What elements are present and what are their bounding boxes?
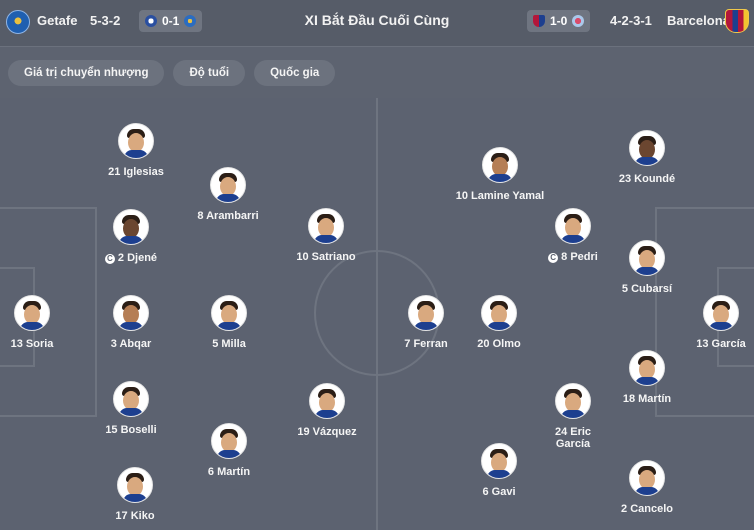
player-name: 7 Ferran bbox=[404, 338, 448, 350]
player-name: 5 Milla bbox=[212, 338, 246, 350]
player-away-10[interactable]: 6 Gavi bbox=[444, 443, 554, 498]
player-name: 5 Cubarsí bbox=[621, 283, 673, 295]
player-away-11[interactable]: 2 Cancelo bbox=[592, 460, 702, 515]
captain-icon: C bbox=[104, 254, 115, 264]
player-name: 21 Iglesias bbox=[108, 166, 164, 178]
player-name: 3 Abqar bbox=[110, 338, 152, 350]
away-formation: 4-2-3-1 bbox=[610, 13, 652, 28]
page-title: XI Bắt Đầu Cuối Cùng bbox=[304, 12, 450, 28]
player-photo bbox=[117, 467, 153, 503]
player-photo bbox=[408, 295, 444, 331]
player-away-6[interactable]: 20 Olmo bbox=[444, 295, 554, 350]
filter-chips: Giá trị chuyển nhượng Độ tuổi Quốc gia bbox=[8, 60, 336, 86]
player-name: 13 Soria bbox=[10, 338, 54, 350]
getafe-mini-crest-icon bbox=[184, 15, 197, 27]
player-name: 2 Cancelo bbox=[621, 503, 673, 515]
player-photo bbox=[629, 350, 665, 386]
player-photo bbox=[14, 295, 50, 331]
player-photo bbox=[211, 295, 247, 331]
player-photo bbox=[481, 443, 517, 479]
lineup-header: Getafe 5-3-2 0-1 XI Bắt Đầu Cuối Cùng 1-… bbox=[0, 0, 754, 47]
getafe-crest-icon[interactable] bbox=[6, 10, 30, 34]
player-photo bbox=[308, 208, 344, 244]
player-name: 13 García bbox=[696, 338, 746, 350]
away-last-match-result[interactable]: 1-0 bbox=[527, 10, 591, 32]
player-home-9[interactable]: 19 Vázquez bbox=[272, 383, 382, 438]
player-photo bbox=[210, 167, 246, 203]
player-name: 17 Kiko bbox=[115, 510, 155, 522]
player-home-2[interactable]: 8 Arambarri bbox=[173, 167, 283, 222]
player-name: 18 Martín bbox=[622, 393, 672, 405]
player-home-6[interactable]: 3 Abqar bbox=[76, 295, 186, 350]
player-photo bbox=[555, 383, 591, 419]
player-home-8[interactable]: 15 Boselli bbox=[76, 381, 186, 436]
player-home-4[interactable]: 10 Satriano bbox=[271, 208, 381, 263]
player-name: 8 Arambarri bbox=[197, 210, 259, 222]
player-name: 23 Koundé bbox=[618, 173, 676, 185]
player-home-11[interactable]: 17 Kiko bbox=[80, 467, 190, 522]
player-photo bbox=[118, 123, 154, 159]
barcelona-mini-crest-icon bbox=[533, 15, 545, 27]
filter-age-button[interactable]: Độ tuổi bbox=[173, 60, 246, 86]
player-name: 8 Pedri bbox=[561, 251, 598, 263]
home-last-score: 0-1 bbox=[162, 14, 180, 28]
home-last-match-result[interactable]: 0-1 bbox=[139, 10, 203, 32]
player-photo bbox=[113, 295, 149, 331]
player-away-4[interactable]: 5 Cubarsí bbox=[592, 240, 702, 295]
real-sociedad-crest-icon bbox=[145, 15, 157, 27]
player-name: 6 Gavi bbox=[482, 486, 516, 498]
player-home-5[interactable]: 13 Soria bbox=[0, 295, 87, 350]
player-photo bbox=[482, 147, 518, 183]
player-photo bbox=[113, 209, 149, 245]
player-photo bbox=[629, 130, 665, 166]
captain-icon: C bbox=[548, 253, 559, 263]
player-name: 2 Djené bbox=[117, 252, 158, 264]
player-name: 19 Vázquez bbox=[297, 426, 357, 438]
away-last-score: 1-0 bbox=[550, 14, 568, 28]
player-photo bbox=[629, 460, 665, 496]
player-away-8[interactable]: 18 Martín bbox=[592, 350, 702, 405]
player-photo bbox=[629, 240, 665, 276]
player-name: 24 Eric García bbox=[554, 426, 592, 450]
player-name: 10 Satriano bbox=[296, 251, 356, 263]
player-photo bbox=[481, 295, 517, 331]
player-photo bbox=[703, 295, 739, 331]
player-name: 15 Boselli bbox=[105, 424, 157, 436]
home-team-name[interactable]: Getafe bbox=[37, 13, 78, 28]
player-home-1[interactable]: 21 Iglesias bbox=[81, 123, 191, 178]
player-home-7[interactable]: 5 Milla bbox=[174, 295, 284, 350]
player-photo bbox=[211, 423, 247, 459]
player-photo bbox=[113, 381, 149, 417]
player-away-9[interactable]: 24 Eric García bbox=[518, 383, 628, 450]
player-photo bbox=[309, 383, 345, 419]
home-formation: 5-3-2 bbox=[90, 13, 121, 28]
player-away-5[interactable]: 7 Ferran bbox=[371, 295, 481, 350]
barcelona-crest-icon[interactable] bbox=[725, 9, 749, 33]
player-name: 20 Olmo bbox=[477, 338, 521, 350]
player-home-10[interactable]: 6 Martín bbox=[174, 423, 284, 478]
player-away-7[interactable]: 13 García bbox=[666, 295, 754, 350]
away-team-name[interactable]: Barcelona bbox=[667, 13, 730, 28]
filter-nationality-button[interactable]: Quốc gia bbox=[254, 60, 336, 86]
player-away-2[interactable]: 23 Koundé bbox=[592, 130, 702, 185]
celta-crest-icon bbox=[572, 15, 585, 27]
player-name: 10 Lamine Yamal bbox=[455, 190, 545, 202]
player-name: 6 Martín bbox=[207, 466, 251, 478]
filter-market-value-button[interactable]: Giá trị chuyển nhượng bbox=[8, 60, 165, 86]
player-away-1[interactable]: 10 Lamine Yamal bbox=[445, 147, 555, 202]
player-photo bbox=[555, 208, 591, 244]
